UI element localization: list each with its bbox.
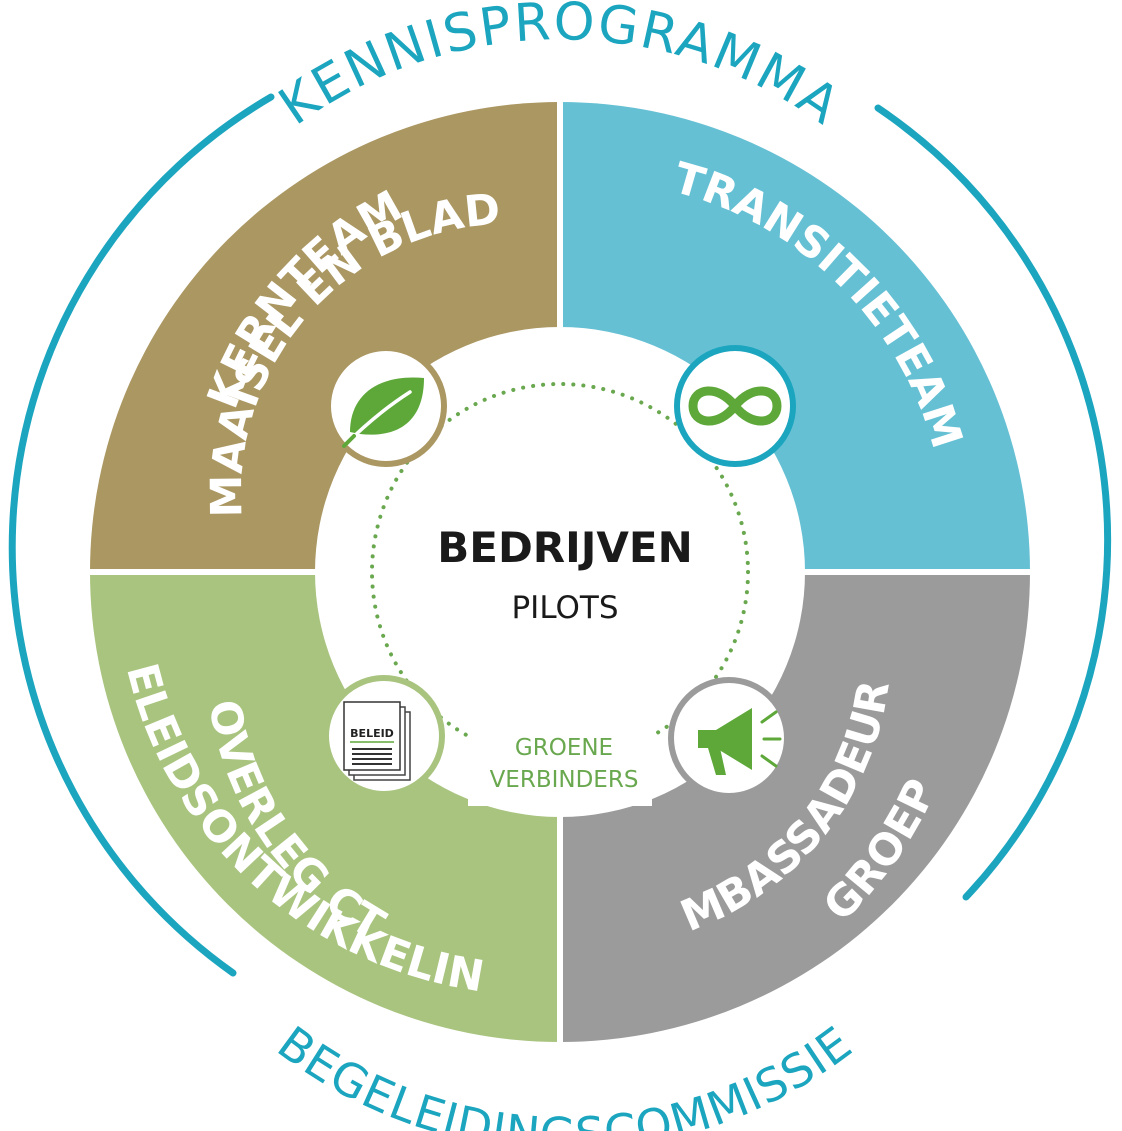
policy-document-icon: BELEID [343, 701, 411, 781]
top-ring-label: KENNISPROGRAMMA [269, 0, 852, 137]
megaphone-icon-badge [668, 677, 790, 799]
infinity-icon [688, 386, 782, 426]
leaf-icon [342, 377, 424, 448]
policy-document-icon-badge: BELEID [323, 675, 445, 797]
center-title: BEDRIJVEN [437, 523, 693, 572]
center-subtitle: PILOTS [511, 590, 618, 626]
outer-ring-arc-left [8, 93, 275, 977]
connector-label-line1: GROENE [515, 735, 613, 761]
connector-label-background [468, 718, 652, 806]
outer-ring-arc-right [874, 104, 1112, 901]
policy-document-label: BELEID [350, 727, 394, 740]
green-connector-dotted-ring [370, 382, 750, 762]
center-circle [315, 327, 805, 817]
connector-label-line2: VERBINDERS [490, 767, 639, 793]
leaf-icon-badge [325, 345, 447, 467]
megaphone-icon [698, 708, 782, 775]
infinity-icon-badge [674, 345, 796, 467]
